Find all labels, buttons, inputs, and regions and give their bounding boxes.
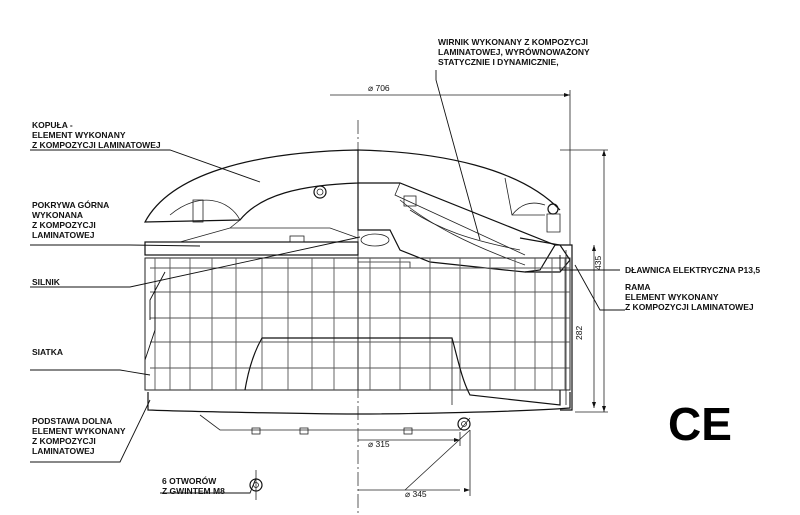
- dim-706: ⌀ 706: [368, 83, 390, 93]
- leader-lines: [30, 70, 625, 494]
- dim-435: 435: [593, 256, 603, 270]
- bolt-right: [546, 203, 561, 233]
- threaded-hole: [249, 470, 263, 500]
- dimension-lines: [330, 90, 608, 496]
- bottom-base: [147, 392, 571, 435]
- rotor: [357, 182, 571, 273]
- dim-315: ⌀ 315: [368, 439, 390, 449]
- label-dlawnica: DŁAWNICA ELEKTRYCZNA P13,5: [625, 265, 760, 275]
- dome: [143, 149, 561, 223]
- motor-housing: [244, 337, 561, 406]
- label-pokrywa: POKRYWA GÓRNA WYKONANA Z KOMPOZYCJI LAMI…: [32, 199, 111, 240]
- dim-282: 282: [574, 326, 584, 340]
- frame-rama: [555, 244, 573, 411]
- label-kopula: KOPUŁA - ELEMENT WYKONANY Z KOMPOZYCJI L…: [32, 120, 161, 150]
- label-podstawa: PODSTAWA DOLNA ELEMENT WYKONANY Z KOMPOZ…: [32, 416, 128, 456]
- label-siatka: SIATKA: [32, 347, 63, 357]
- upper-cover: [144, 219, 390, 256]
- label-otwory: 6 OTWORÓW Z GWINTEM M8: [162, 475, 225, 496]
- label-rama: RAMA ELEMENT WYKONANY Z KOMPOZYCJI LAMIN…: [625, 282, 754, 312]
- label-silnik: SILNIK: [32, 277, 61, 287]
- dim-345: ⌀ 345: [405, 489, 427, 499]
- bolt-left: [192, 185, 327, 223]
- mesh-grid: [144, 257, 571, 391]
- label-wirnik: WIRNIK WYKONANY Z KOMPOZYCJI LAMINATOWEJ…: [438, 37, 592, 67]
- ce-mark: CE: [668, 398, 732, 450]
